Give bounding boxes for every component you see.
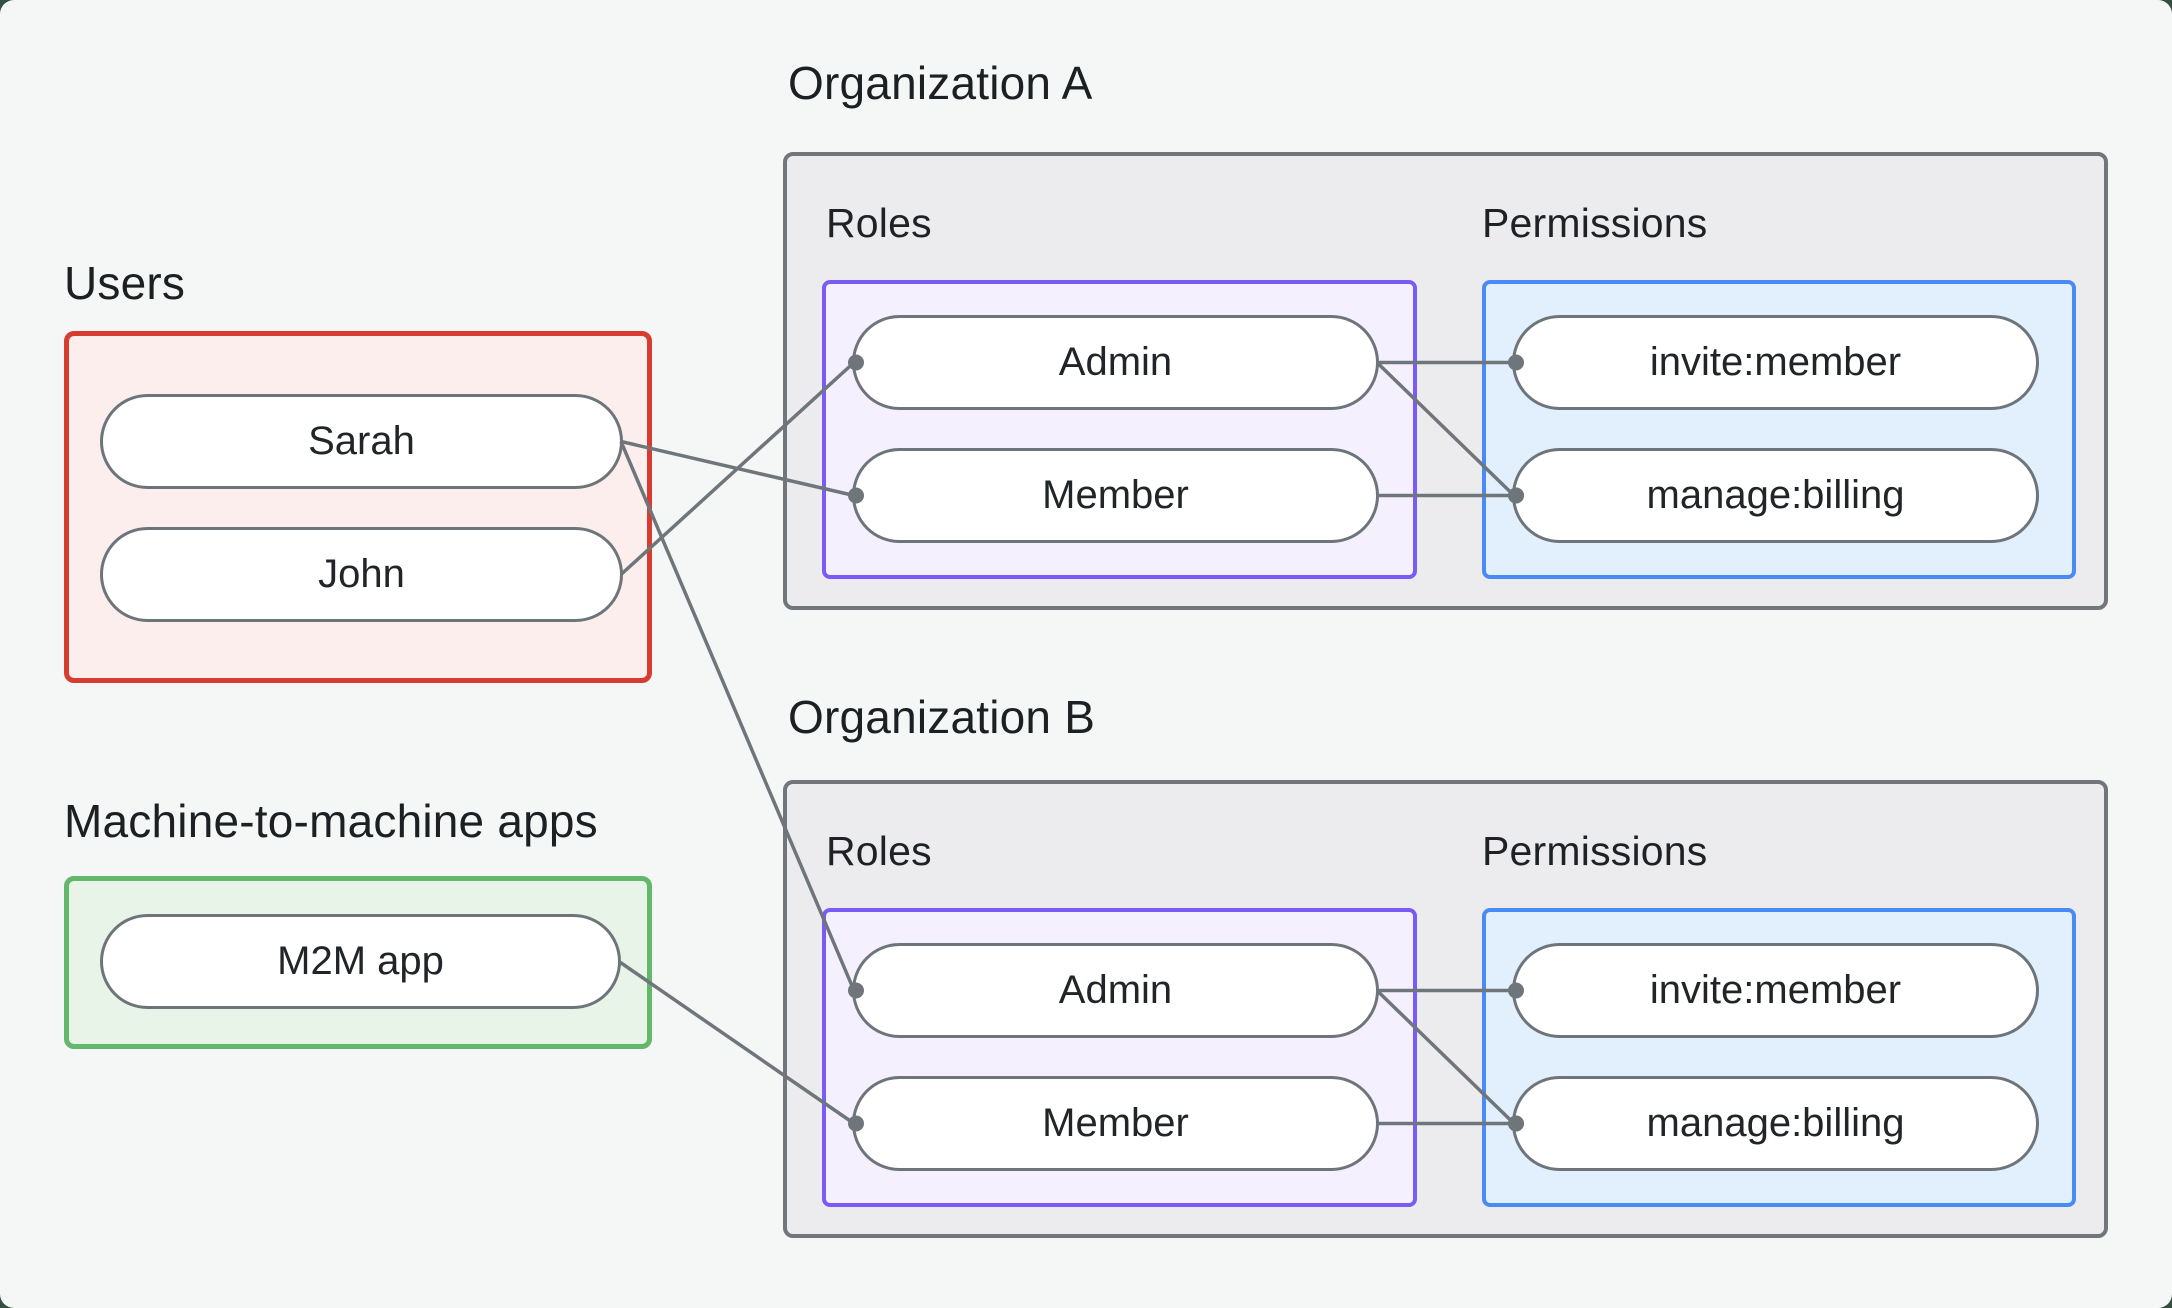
m2m-group-label: Machine-to-machine apps [64,795,598,847]
org-b-permission-billing-label: manage:billing [1646,1101,1905,1145]
users-group-box [64,331,652,683]
org-a-roles-label: Roles [826,200,932,246]
org-a-role-pill-admin: Admin [852,315,1379,410]
org-a-permission-invite-label: invite:member [1649,340,1902,384]
org-b-title: Organization B [788,691,1096,743]
user-pill-sarah: Sarah [100,394,623,489]
org-a-permissions-label: Permissions [1482,200,1708,246]
org-b-role-admin-label: Admin [1058,968,1173,1012]
m2m-app-pill: M2M app [100,914,621,1009]
org-a-permission-pill-invite: invite:member [1512,315,2039,410]
users-group-label: Users [64,257,186,309]
org-b-role-pill-admin: Admin [852,943,1379,1038]
org-a-role-pill-member: Member [852,448,1379,543]
org-b-permission-pill-billing: manage:billing [1512,1076,2039,1171]
org-a-title: Organization A [788,57,1093,109]
org-a-role-member-label: Member [1042,473,1189,517]
org-b-role-pill-member: Member [852,1076,1379,1171]
org-b-permission-pill-invite: invite:member [1512,943,2039,1038]
org-b-permission-invite-label: invite:member [1649,968,1902,1012]
org-a-permission-billing-label: manage:billing [1646,473,1905,517]
m2m-app-pill-label: M2M app [277,939,444,983]
org-b-role-member-label: Member [1042,1101,1189,1145]
org-a-role-admin-label: Admin [1058,340,1173,384]
user-pill-john-label: John [318,552,405,596]
org-a-permission-pill-billing: manage:billing [1512,448,2039,543]
user-pill-sarah-label: Sarah [308,419,415,463]
user-pill-john: John [100,527,623,622]
org-b-permissions-label: Permissions [1482,828,1708,874]
org-b-roles-label: Roles [826,828,932,874]
